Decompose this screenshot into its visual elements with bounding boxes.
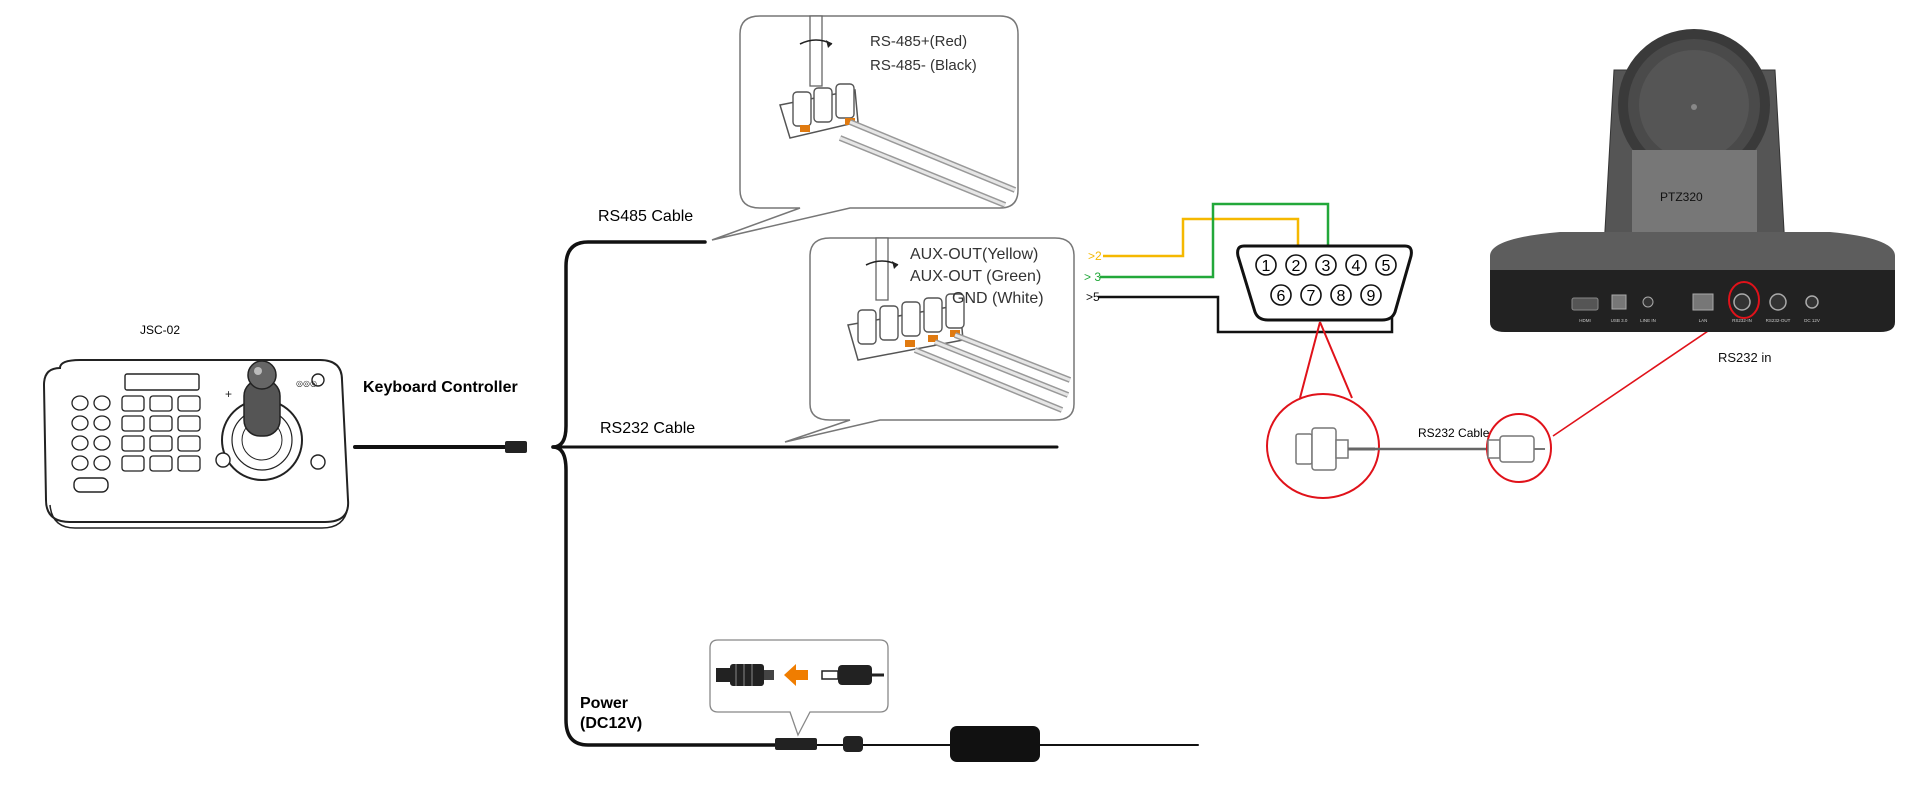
rs485-wiring-callout: RS-485+(Red) RS-485- (Black) — [711, 15, 1019, 241]
ptz-camera-device: HDMI USB 3.0 LINE IN LAN RS232-IN RS232-… — [1490, 29, 1895, 332]
port-label-hdmi: HDMI — [1579, 318, 1591, 323]
db9-plug-magnifier — [1266, 321, 1380, 499]
db9-pin-number: 1 — [1262, 258, 1271, 275]
power-adapter-icon — [775, 726, 1040, 762]
db9-pin-number: 5 — [1382, 258, 1391, 275]
svg-text:◎◎◎: ◎◎◎ — [296, 379, 317, 388]
keyboard-controller-device: JSC-02 + ◎◎◎ — [42, 323, 350, 529]
keypad-key — [149, 395, 173, 412]
line-in-port-icon — [1642, 296, 1654, 308]
db9-pin-number: 3 — [1322, 258, 1331, 275]
db9-pin — [1375, 254, 1397, 276]
db9-pin — [1255, 254, 1277, 276]
keypad-key — [71, 455, 89, 471]
db9-pin — [1270, 284, 1292, 306]
power-label-line2: (DC12V) — [580, 715, 642, 732]
rs232-cable-small-label: RS232 Cable — [1418, 426, 1490, 440]
db9-pin-number: 8 — [1337, 288, 1346, 305]
db9-pin — [1315, 254, 1337, 276]
rs232-cable-label: RS232 Cable — [600, 420, 695, 437]
keypad-key — [177, 435, 201, 452]
rs485-black-label: RS-485- (Black) — [870, 57, 977, 74]
port-label-lan: LAN — [1699, 318, 1708, 323]
keypad-key — [177, 415, 201, 432]
keypad-key — [149, 455, 173, 472]
aux-out-green-label: AUX-OUT (Green) — [910, 268, 1041, 285]
keypad-key — [121, 455, 145, 472]
port-label-dc12v: DC 12V — [1804, 318, 1820, 323]
db9-pin-number: 9 — [1367, 288, 1376, 305]
db9-top-row: 1 2 3 4 5 — [1255, 254, 1397, 276]
pin-tag-yellow: >2 — [1088, 249, 1102, 263]
db9-pin-number: 6 — [1277, 288, 1286, 305]
db9-connector: 1 2 3 4 5 6 7 8 9 — [1236, 244, 1413, 322]
db9-pin-number: 7 — [1307, 288, 1316, 305]
pin-tag-black: >5 — [1086, 290, 1100, 304]
port-label-rs232-in: RS232-IN — [1732, 318, 1752, 323]
keypad-key — [71, 415, 89, 431]
port-label-line-in: LINE IN — [1640, 318, 1656, 323]
keypad-key — [121, 415, 145, 432]
dc-power-port-icon — [1805, 295, 1819, 309]
db9-pin-number: 4 — [1352, 258, 1361, 275]
keypad-key — [71, 395, 89, 411]
keypad-key — [177, 455, 201, 472]
cable-harness — [353, 240, 1199, 747]
arrow-left-icon — [784, 664, 808, 686]
camera-model-label: PTZ320 — [1660, 190, 1703, 204]
db9-pin — [1300, 284, 1322, 306]
db9-bottom-row: 6 7 8 9 — [1270, 284, 1382, 306]
usb-port-icon — [1611, 294, 1627, 310]
aux-out-yellow-label: AUX-OUT(Yellow) — [910, 246, 1038, 263]
pin-tag-green: > 3 — [1084, 270, 1101, 284]
keyboard-model-label: JSC-02 — [140, 323, 180, 337]
keypad-key — [149, 435, 173, 452]
gnd-white-label: GND (White) — [952, 290, 1044, 307]
lan-port-icon — [1692, 293, 1714, 311]
hdmi-port-icon — [1571, 297, 1599, 311]
db9-pin — [1345, 254, 1367, 276]
rs485-red-label: RS-485+(Red) — [870, 33, 967, 50]
power-label-line1: Power — [580, 695, 628, 712]
rs232-in-port-icon — [1733, 293, 1751, 311]
db9-pin-number: 2 — [1292, 258, 1301, 275]
keypad-key — [93, 395, 111, 411]
rs232-in-highlight-circle — [1728, 281, 1760, 319]
keypad-key — [93, 415, 111, 431]
keypad-key — [93, 455, 111, 471]
keyboard-controller-label: Keyboard Controller — [363, 379, 518, 396]
keypad-keys — [71, 395, 201, 472]
db9-pin — [1285, 254, 1307, 276]
svg-text:+: + — [225, 387, 232, 401]
power-connector-callout — [709, 639, 889, 737]
db9-pin — [1360, 284, 1382, 306]
db9-pin — [1330, 284, 1352, 306]
port-label-rs232-out: RS232-OUT — [1766, 318, 1791, 323]
keypad-key — [93, 435, 111, 451]
rs232-out-port-icon — [1769, 293, 1787, 311]
rs485-cable-label: RS485 Cable — [598, 208, 693, 225]
keypad-key — [177, 395, 201, 412]
mini-din-plug-magnifier — [1486, 305, 1746, 483]
keypad-key — [71, 435, 89, 451]
rs232-wiring-callout: AUX-OUT(Yellow) AUX-OUT (Green) GND (Whi… — [784, 237, 1075, 443]
keypad-key — [149, 415, 173, 432]
keypad-key — [121, 395, 145, 412]
port-label-usb: USB 3.0 — [1611, 318, 1628, 323]
keypad-key — [121, 435, 145, 452]
rs232-in-label: RS232 in — [1718, 350, 1771, 365]
